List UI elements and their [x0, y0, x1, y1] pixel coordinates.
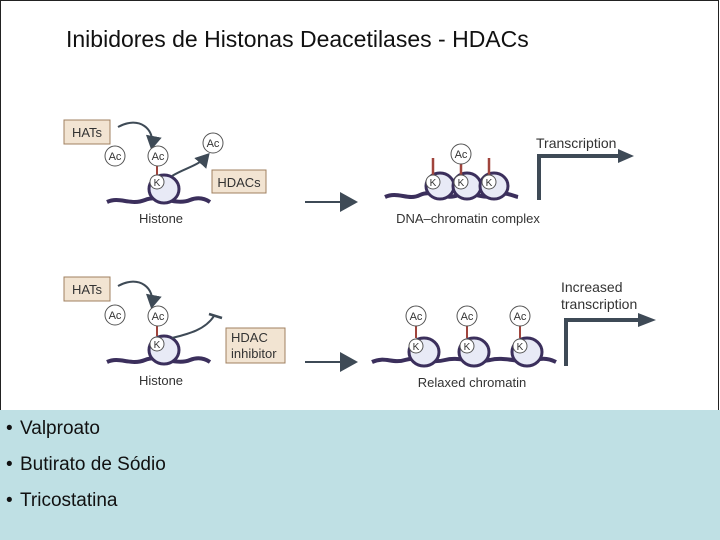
lysine-circle — [149, 336, 165, 352]
acetyl-label: Ac — [461, 311, 474, 323]
lysine-label: K — [413, 342, 420, 353]
hats-box — [63, 276, 111, 302]
complex-label: DNA–chromatin complex — [396, 211, 540, 226]
transcription-arrow-line — [564, 318, 640, 366]
lysine-label: K — [517, 342, 524, 353]
lysine-label: K — [154, 340, 161, 351]
acetyl-label: Ac — [455, 149, 468, 161]
hdac-inhibitor-box — [225, 327, 286, 364]
acetyl-circle — [147, 145, 169, 167]
transcription-label: Increased — [561, 279, 622, 295]
transcription-arrow-head — [638, 313, 656, 327]
histone-label: Histone — [139, 211, 183, 226]
hat-curved-arrow — [117, 280, 162, 309]
lysine-circle — [481, 174, 497, 190]
transcription-arrow-line — [537, 154, 620, 200]
lysine-circle — [512, 338, 528, 354]
acetyl-label: Ac — [109, 310, 122, 322]
acetyl-label: Ac — [152, 151, 165, 163]
lysine-circle — [459, 338, 475, 354]
hdac-diagram: HATs Ac Ac K Ac HDACs Histone — [63, 119, 656, 390]
bullet-item: •Tricostatina — [6, 490, 118, 511]
lysine-label: K — [458, 178, 465, 189]
bottom-row: HATs Ac Ac K HDAC inhibitor Histone Ac A… — [63, 276, 656, 390]
acetyl-label: Ac — [109, 151, 122, 163]
hdacs-box — [211, 169, 267, 194]
lysine-circle — [425, 174, 441, 190]
bullet-text: Valproato — [20, 418, 100, 439]
acetyl-label: Ac — [410, 311, 423, 323]
lysine-circle — [453, 174, 469, 190]
acetyl-label: Ac — [152, 311, 165, 323]
hat-curved-arrow — [117, 121, 162, 150]
lysine-circle — [149, 174, 165, 190]
acetyl-circle — [509, 305, 531, 327]
hdacs-label: HDACs — [217, 175, 261, 190]
hats-box — [63, 119, 111, 145]
bullet-item: •Butirato de Sódio — [6, 454, 166, 475]
bullet-text: Tricostatina — [20, 490, 118, 511]
inhibitor-label: inhibitor — [231, 346, 277, 361]
acetyl-circle — [456, 305, 478, 327]
acetyl-circle — [104, 304, 126, 326]
transcription-label: transcription — [561, 296, 637, 312]
inhibitor-label: HDAC — [231, 330, 268, 345]
bullet-item: •Valproato — [6, 418, 100, 439]
bullet-text: Butirato de Sódio — [20, 454, 166, 475]
hats-label: HATs — [72, 282, 103, 297]
slide-title: Inibidores de Histonas Deacetilases - HD… — [66, 26, 529, 52]
transcription-label: Transcription — [536, 135, 616, 151]
lysine-label: K — [154, 178, 161, 189]
slide-frame — [0, 0, 719, 410]
block-bar — [208, 312, 223, 320]
acetyl-circle — [450, 143, 472, 165]
lysine-label: K — [430, 178, 437, 189]
acetyl-label: Ac — [514, 311, 527, 323]
acetyl-circle — [147, 305, 169, 327]
relaxed-label: Relaxed chromatin — [418, 375, 526, 390]
lysine-label: K — [464, 342, 471, 353]
bullet-panel: •Valproato •Butirato de Sódio •Tricostat… — [0, 410, 720, 540]
top-row: HATs Ac Ac K Ac HDACs Histone — [63, 119, 634, 226]
acetyl-circle — [202, 132, 224, 154]
lysine-label: K — [486, 178, 493, 189]
acetyl-circle — [104, 145, 126, 167]
acetyl-circle — [405, 305, 427, 327]
hdac-curved-arrow — [171, 153, 210, 177]
acetyl-label: Ac — [207, 138, 220, 150]
blocked-arrow — [171, 315, 215, 339]
transcription-arrow-head — [618, 149, 634, 163]
lysine-circle — [408, 338, 424, 354]
hats-label: HATs — [72, 125, 103, 140]
histone-label: Histone — [139, 373, 183, 388]
